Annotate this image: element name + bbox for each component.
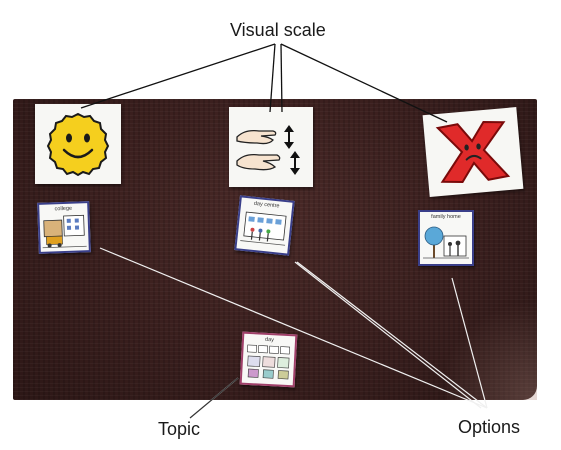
option-card-college: college bbox=[37, 201, 91, 254]
college-building-icon bbox=[42, 214, 87, 249]
unhappy-scale-card bbox=[422, 107, 524, 197]
neutral-scale-card bbox=[229, 107, 313, 187]
option-card-day-centre: day centre bbox=[234, 195, 295, 256]
topic-label: Topic bbox=[158, 419, 201, 439]
happy-scale-card bbox=[35, 104, 121, 184]
day-activities-icon bbox=[247, 344, 290, 380]
visual-scale-label: Visual scale bbox=[230, 20, 326, 40]
red-cross-sad-icon bbox=[435, 120, 511, 184]
option-card-family-home-caption: family home bbox=[431, 214, 461, 220]
day-centre-building-icon bbox=[240, 211, 287, 246]
option-card-family-home: family home bbox=[418, 210, 474, 266]
smiley-face-icon bbox=[46, 112, 110, 177]
topic-card-day: day bbox=[239, 331, 298, 388]
family-home-icon bbox=[423, 226, 469, 259]
hands-so-so-icon bbox=[236, 125, 300, 175]
options-label: Options bbox=[458, 417, 521, 437]
